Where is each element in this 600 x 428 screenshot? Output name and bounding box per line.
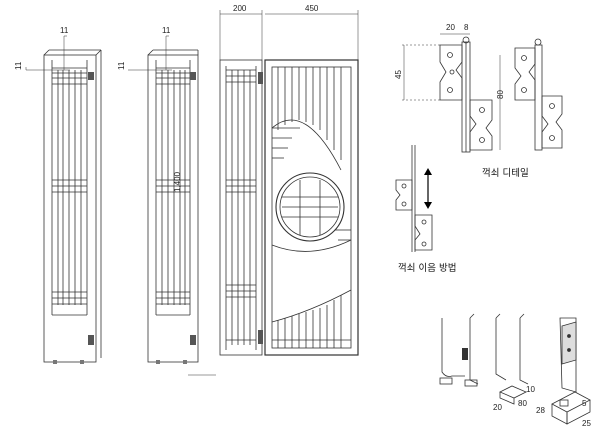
dim-hinge-45: 45	[394, 70, 403, 79]
left-panel-elevation	[43, 49, 102, 364]
right-door-panel	[264, 59, 359, 356]
dim-hinge-80: 80	[496, 90, 505, 99]
caption-hinge-usage: 꺽쇠 이음 방법	[398, 263, 456, 274]
dim-block-10: 10	[526, 385, 535, 394]
dim-left-top-11: 11	[60, 26, 69, 35]
dim-block-80: 80	[518, 399, 527, 408]
dim-mid-side-11: 11	[117, 61, 126, 70]
dim-mid-top-11: 11	[162, 26, 171, 35]
dim-block-5: 5	[582, 399, 587, 408]
dim-block-28: 28	[536, 406, 545, 415]
hinge-detail-left	[439, 36, 493, 153]
right-side-panel	[219, 59, 263, 356]
left-panel-dimensions: 11 11	[14, 26, 70, 71]
dim-width-200: 200	[233, 4, 247, 13]
dim-block-20: 20	[493, 403, 502, 412]
middle-panel-elevation	[147, 49, 216, 376]
dim-mid-height: 1,400	[173, 171, 182, 192]
hinge-usage-diagram	[395, 145, 433, 252]
dim-hinge-20: 20	[446, 23, 455, 32]
right-panel-dimensions: 200 450	[219, 4, 359, 60]
bottom-3d-view	[439, 313, 591, 425]
bottom-3d-dimensions: 10 20 80 5 28 25	[493, 385, 591, 428]
dim-block-25: 25	[582, 419, 591, 428]
dim-hinge-8: 8	[464, 23, 469, 32]
dim-left-side-11: 11	[14, 61, 23, 70]
hinge-detail-dimensions: 20 8 45 80	[394, 23, 505, 150]
hinge-detail-right	[514, 38, 563, 151]
dim-width-450: 450	[305, 4, 319, 13]
middle-panel-dimensions: 11 11 1,400	[117, 26, 182, 192]
caption-hinge-detail: 꺽쇠 디테일	[482, 168, 529, 179]
